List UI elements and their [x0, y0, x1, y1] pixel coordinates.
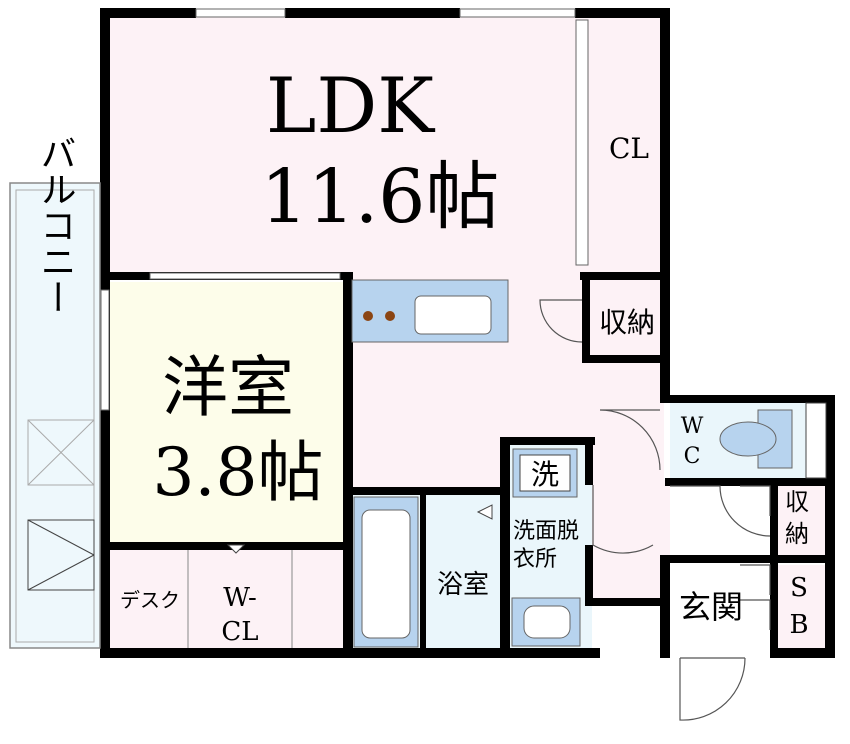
washroom-label-line1: 洗面脱 [513, 519, 579, 544]
ldk-storage-label: 収納 [599, 306, 655, 339]
wcl-label-line1: W- [223, 583, 257, 613]
ldk-size: 11.6帖 [261, 154, 500, 240]
entrance-area [670, 560, 780, 655]
bathtub-inner [361, 509, 411, 639]
balcony-rail [15, 189, 95, 643]
western-room-size: 3.8帖 [153, 434, 324, 511]
entry-storage-label-line2: 納 [785, 520, 809, 548]
western-room-name: 洋室 [162, 349, 294, 426]
wash-basin-bowl [523, 605, 571, 639]
ldk-area [108, 14, 664, 279]
bath-label: 浴室 [437, 570, 489, 600]
entry-storage-area [775, 485, 825, 555]
shoe-box-area [778, 565, 828, 650]
balcony-hatch [27, 419, 95, 486]
toilet-label-line2: C [684, 444, 701, 469]
washer-label: 洗 [531, 458, 559, 491]
hall-area [590, 480, 670, 600]
stove-burner-left [363, 311, 373, 321]
western-room-area [108, 282, 348, 544]
balcony-area [10, 183, 100, 648]
desk-label: デスク [120, 588, 180, 612]
shoe-box-label-line2: B [789, 610, 808, 640]
balcony-stair [27, 519, 95, 591]
balcony-label: バルコニー [35, 135, 76, 315]
toilet-bowl [719, 421, 777, 457]
toilet-wall-block [805, 402, 827, 479]
washroom-label-line2: 衣所 [513, 547, 557, 572]
closet-label: CL [609, 132, 649, 165]
ldk-name: LDK [266, 61, 435, 150]
shoe-box-label-line1: S [790, 573, 808, 603]
stove-burner-right [385, 311, 395, 321]
wcl-label-line2: CL [221, 617, 258, 647]
entrance-label: 玄関 [679, 588, 743, 626]
wcl-doors [187, 504, 493, 648]
washer-box [519, 454, 571, 492]
balcony-outline [9, 182, 101, 649]
windows [100, 8, 589, 411]
desk-wcl-area [108, 548, 348, 650]
toilet-label-line1: W [681, 414, 704, 439]
entry-storage-label-line1: 収 [785, 488, 809, 516]
doors [539, 299, 771, 721]
kitchen-sink [414, 295, 492, 335]
closet-area [588, 18, 662, 270]
